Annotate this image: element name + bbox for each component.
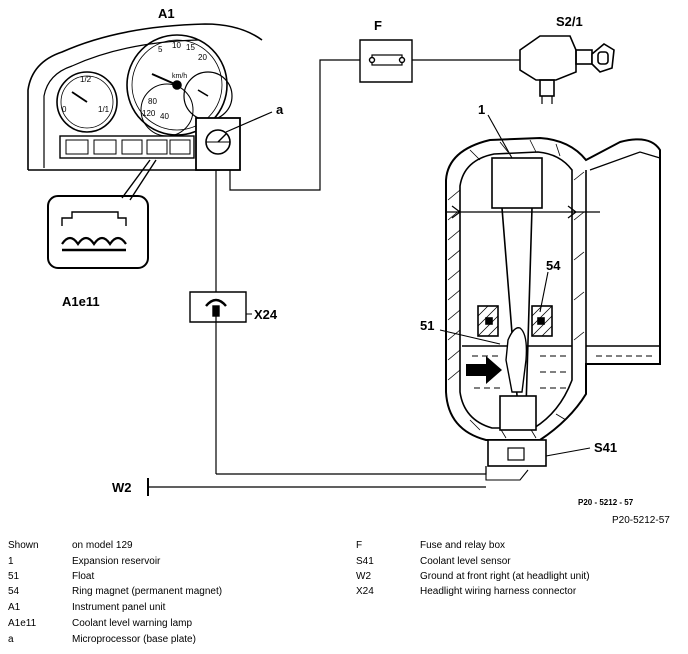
label-a: a xyxy=(276,102,284,117)
speedo-tick-3: 20 xyxy=(198,53,207,62)
legend-code: 51 xyxy=(8,571,20,582)
legend-code: A1 xyxy=(8,602,21,613)
gauge-left-tick-1: 1/2 xyxy=(80,75,92,84)
legend-code: 1 xyxy=(8,556,14,567)
instrument-panel xyxy=(27,23,263,171)
tacho-tick-2: 40 xyxy=(160,112,169,121)
wiring-diagram: 0 1/2 1/1 5 10 15 20 km/h 80 120 40 xyxy=(27,6,661,507)
legend-desc: Float xyxy=(72,571,95,582)
speedo-tick-0: 5 xyxy=(158,45,163,54)
legend-desc: Coolant level sensor xyxy=(420,556,511,567)
leader-a xyxy=(225,111,273,133)
flow-arrow xyxy=(466,356,502,384)
ignition-switch xyxy=(519,35,615,104)
legend-desc: Ring magnet (permanent magnet) xyxy=(72,586,223,597)
legend-code: X24 xyxy=(356,586,374,597)
legend-desc: Expansion reservoir xyxy=(72,556,161,567)
label-54: 54 xyxy=(546,258,561,273)
expansion-reservoir xyxy=(445,136,661,441)
warning-lamp-callout xyxy=(47,159,157,269)
headlight-connector xyxy=(189,291,247,323)
label-s41: S41 xyxy=(594,440,617,455)
tacho-tick-0: 80 xyxy=(148,97,157,106)
legend-code: 54 xyxy=(8,586,20,597)
speedo-tick-1: 10 xyxy=(172,41,181,50)
label-x24: X24 xyxy=(254,307,278,322)
inner-drawing-code: P20 - 5212 - 57 xyxy=(578,498,634,507)
legend-desc: Microprocessor (base plate) xyxy=(72,634,196,645)
legend-code: A1e11 xyxy=(8,618,37,629)
legend-desc: Instrument panel unit xyxy=(72,602,166,613)
legend-desc: Ground at front right (at headlight unit… xyxy=(420,571,590,582)
legend-desc: Coolant level warning lamp xyxy=(72,618,193,629)
legend-desc: Fuse and relay box xyxy=(420,540,506,551)
legend-code: a xyxy=(8,634,14,645)
speedo-unit: km/h xyxy=(172,73,187,80)
gauge-ticks: 0 1/2 1/1 5 10 15 20 km/h 80 120 40 xyxy=(62,41,207,121)
label-1: 1 xyxy=(478,102,485,117)
label-a1e11: A1e11 xyxy=(62,294,100,309)
legend-desc: Headlight wiring harness connector xyxy=(420,586,577,597)
tacho-tick-1: 120 xyxy=(142,109,156,118)
label-a1: A1 xyxy=(158,6,175,21)
gauge-left-tick-2: 1/1 xyxy=(98,105,110,114)
gauge-left-tick-0: 0 xyxy=(62,105,67,114)
legend-desc: on model 129 xyxy=(72,540,133,551)
legend: Shown on model 129 1 Expansion reservoir… xyxy=(8,540,688,652)
speedo-tick-2: 15 xyxy=(186,43,195,52)
label-s2-1: S2/1 xyxy=(556,14,583,29)
legend-code: W2 xyxy=(356,571,371,582)
reservoir-hatching xyxy=(447,139,585,439)
leader-lines xyxy=(439,114,591,481)
legend-code: S41 xyxy=(356,556,374,567)
microprocessor-base-plate xyxy=(195,117,241,171)
legend-code: Shown xyxy=(8,540,39,551)
legend-code: F xyxy=(356,540,363,551)
reference-code: P20-5212-57 xyxy=(612,515,670,526)
label-f: F xyxy=(374,18,382,33)
label-51: 51 xyxy=(420,318,434,333)
fuse-relay-box xyxy=(359,39,413,83)
label-w2: W2 xyxy=(112,480,132,495)
